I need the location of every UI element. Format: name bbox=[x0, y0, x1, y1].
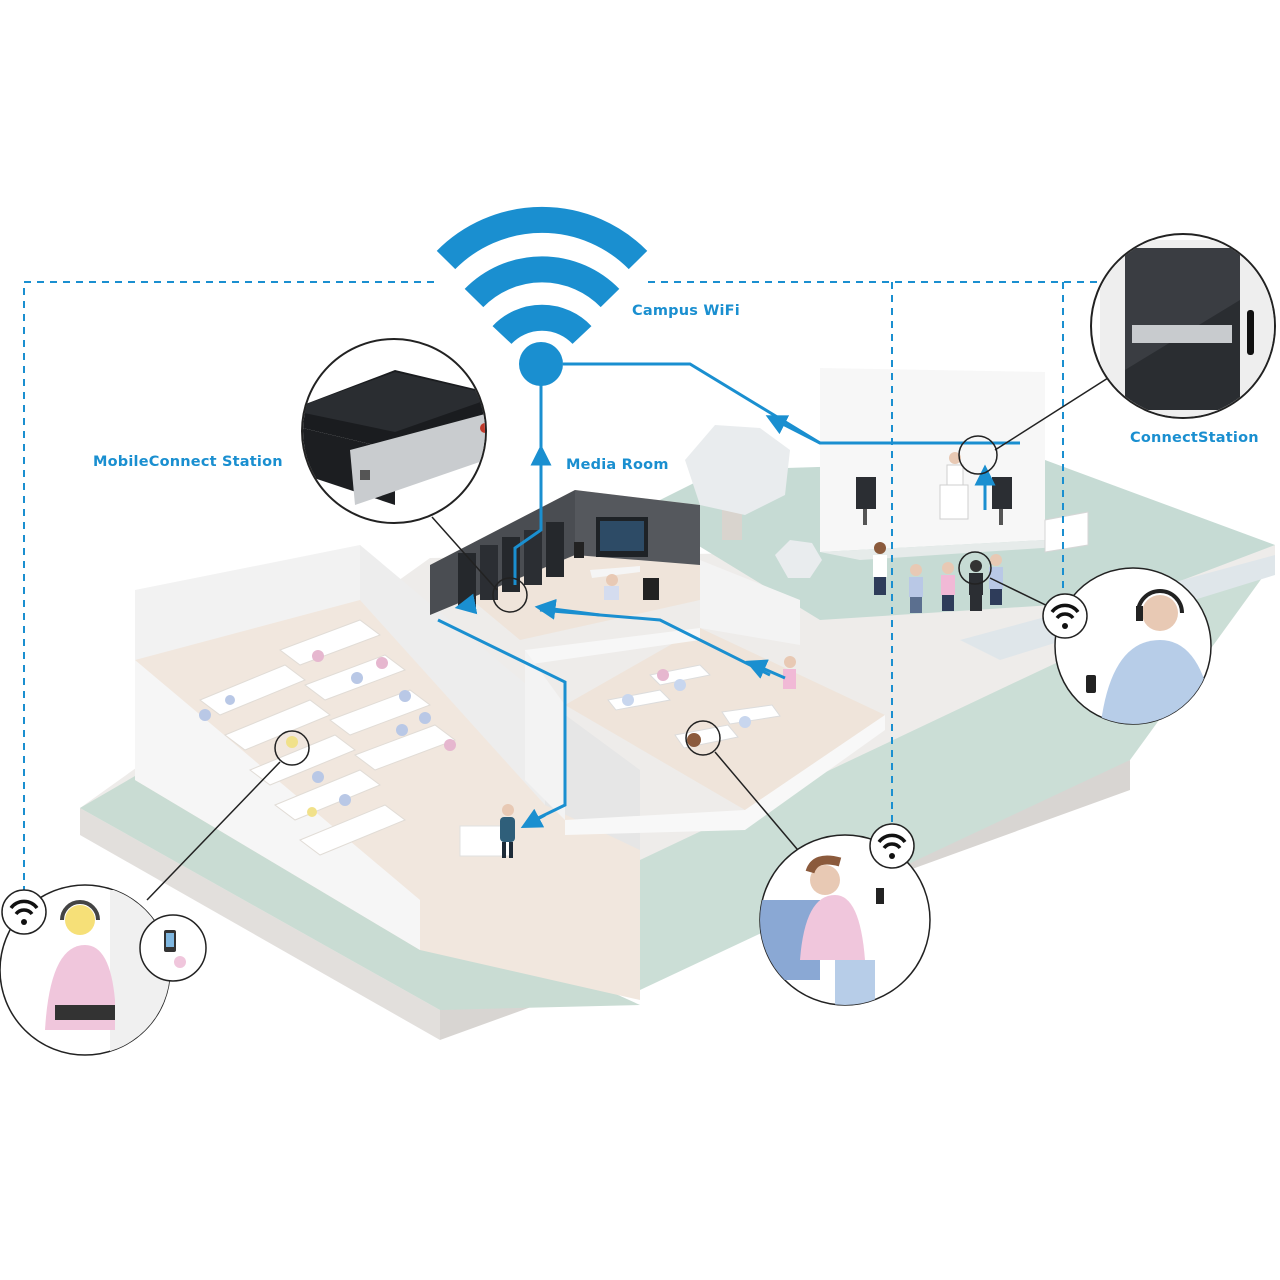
lecture-hall bbox=[135, 545, 640, 1000]
trees bbox=[685, 425, 822, 578]
listener-callout-middle bbox=[759, 834, 931, 1006]
speaker-left bbox=[643, 578, 659, 600]
lecture-hall-desks bbox=[198, 619, 457, 856]
connectstation-zoom bbox=[1090, 233, 1276, 419]
stage-speaker-right bbox=[992, 477, 1012, 509]
wifi-icon bbox=[1, 889, 47, 935]
campus-wifi-icon bbox=[436, 206, 648, 386]
outdoor-stage bbox=[685, 368, 1089, 613]
listener-callout-left bbox=[0, 884, 207, 1056]
signal-flow-lines bbox=[437, 362, 1020, 828]
classroom-students bbox=[622, 656, 796, 747]
stage-lectern bbox=[939, 484, 969, 520]
audience bbox=[873, 542, 1003, 613]
listener-callout-right bbox=[1054, 567, 1212, 725]
highlight-markers bbox=[274, 435, 998, 766]
connectstation-label: ConnectStation bbox=[1130, 430, 1259, 446]
stage-speaker-left bbox=[856, 477, 876, 509]
mobileconnect-station-label: MobileConnect Station bbox=[93, 454, 283, 470]
classroom bbox=[525, 560, 885, 835]
wifi-coverage-lines bbox=[23, 281, 1100, 893]
lecturer bbox=[500, 804, 515, 858]
wifi-icon bbox=[869, 823, 915, 869]
wifi-icon bbox=[1042, 593, 1088, 639]
campus-wifi-label: Campus WiFi bbox=[632, 303, 740, 319]
lecture-hall-students bbox=[199, 650, 456, 817]
media-room-label: Media Room bbox=[566, 457, 669, 473]
mobileconnect-station-zoom bbox=[301, 338, 487, 524]
